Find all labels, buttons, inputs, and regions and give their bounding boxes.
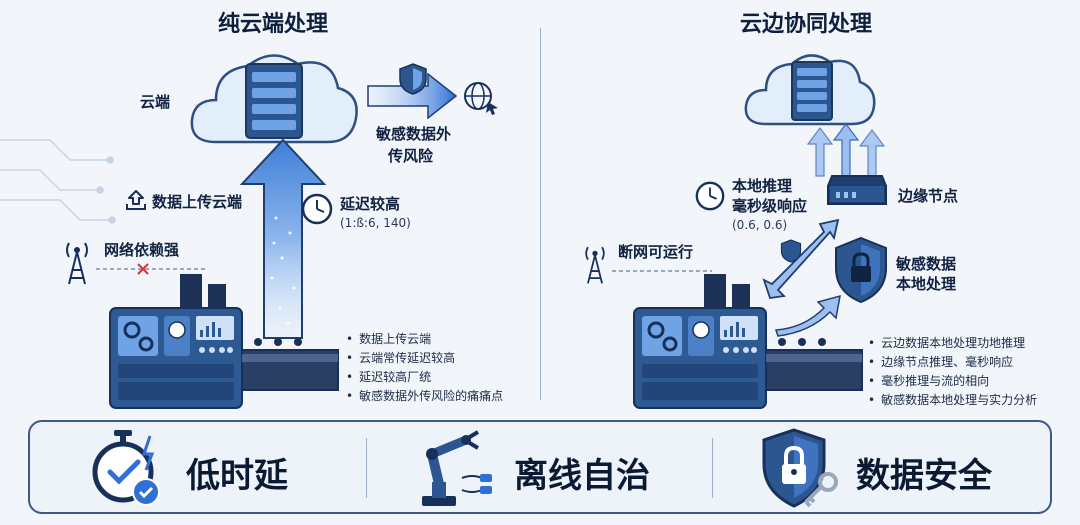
list-item: 数据上传云端 xyxy=(346,330,503,349)
network-label: 网络依赖强 xyxy=(104,241,180,259)
feature-data-security: 数据安全 xyxy=(856,456,992,496)
local-infer-value: (0.6, 0.6) xyxy=(732,218,788,232)
cloud-server-icon-right xyxy=(744,54,876,126)
list-item: 云边数据本地处理功地推理 xyxy=(868,334,1037,353)
list-item: 敏感数据本地处理与实力分析 xyxy=(868,391,1037,410)
list-item: 敏感数据外传风险的痛痛点 xyxy=(346,387,503,406)
cloud-server-icon xyxy=(190,54,358,144)
right-bullet-list: 云边数据本地处理功地推理 边缘节点推理、毫秒响应 毫秒推理与流的相向 敏感数据本… xyxy=(868,334,1037,410)
small-shield-icon xyxy=(780,239,802,263)
upload-icon xyxy=(126,190,146,210)
clock-icon-right xyxy=(695,181,725,211)
upload-label: 数据上传云端 xyxy=(152,193,243,211)
offline-dashed-line xyxy=(612,270,712,272)
factory-machine-icon xyxy=(109,274,339,409)
upload-arrow xyxy=(239,138,327,339)
edge-node-icon xyxy=(827,175,887,205)
list-item: 延迟较高厂统 xyxy=(346,368,503,387)
left-section-title: 纯云端处理 xyxy=(218,12,329,37)
sensitive-line1: 敏感数据 xyxy=(896,255,957,273)
list-item: 云端常传延迟较高 xyxy=(346,349,503,368)
shield-lock-icon xyxy=(835,236,887,304)
local-infer-line2: 毫秒级响应 xyxy=(732,197,808,215)
latency-value: (1:ß:6, 140) xyxy=(340,216,411,230)
list-item: 毫秒推理与流的相向 xyxy=(868,372,1037,391)
security-shield-icon xyxy=(762,428,838,508)
local-infer-line1: 本地推理 xyxy=(732,177,793,195)
shield-icon xyxy=(399,63,427,95)
feature-separator xyxy=(366,438,367,498)
broken-link-icon xyxy=(96,263,206,275)
risk-label-line2: 传风险 xyxy=(388,147,434,165)
antenna-icon-right xyxy=(585,246,605,284)
robot-arm-icon xyxy=(422,430,492,506)
clock-icon xyxy=(301,193,333,225)
feature-bar xyxy=(28,420,1052,514)
latency-label: 延迟较高 xyxy=(340,195,401,213)
section-divider xyxy=(540,28,541,400)
right-section-title: 云边协同处理 xyxy=(740,12,873,37)
offline-label: 断网可运行 xyxy=(618,243,694,261)
edge-node-label: 边缘节点 xyxy=(898,187,959,205)
circuit-lines-decoration xyxy=(0,139,116,224)
edge-to-cloud-arrows xyxy=(806,123,886,177)
antenna-icon xyxy=(66,242,88,285)
sensitive-line2: 本地处理 xyxy=(896,275,957,293)
globe-icon xyxy=(464,82,498,115)
factory-machine-icon-right xyxy=(633,274,863,409)
risk-label-line1: 敏感数据外 xyxy=(376,125,452,143)
list-item: 边缘节点推理、毫秒响应 xyxy=(868,353,1037,372)
stopwatch-icon xyxy=(92,430,160,506)
machine-to-shield-arrow xyxy=(774,294,841,337)
feature-offline-autonomy: 离线自治 xyxy=(514,456,650,496)
feature-low-latency: 低时延 xyxy=(186,456,288,496)
cloud-label: 云端 xyxy=(140,93,171,111)
left-bullet-list: 数据上传云端 云端常传延迟较高 延迟较高厂统 敏感数据外传风险的痛痛点 xyxy=(346,330,503,406)
bidirectional-arrow xyxy=(762,218,840,299)
data-leak-arrow xyxy=(367,72,458,120)
feature-separator xyxy=(712,438,713,498)
